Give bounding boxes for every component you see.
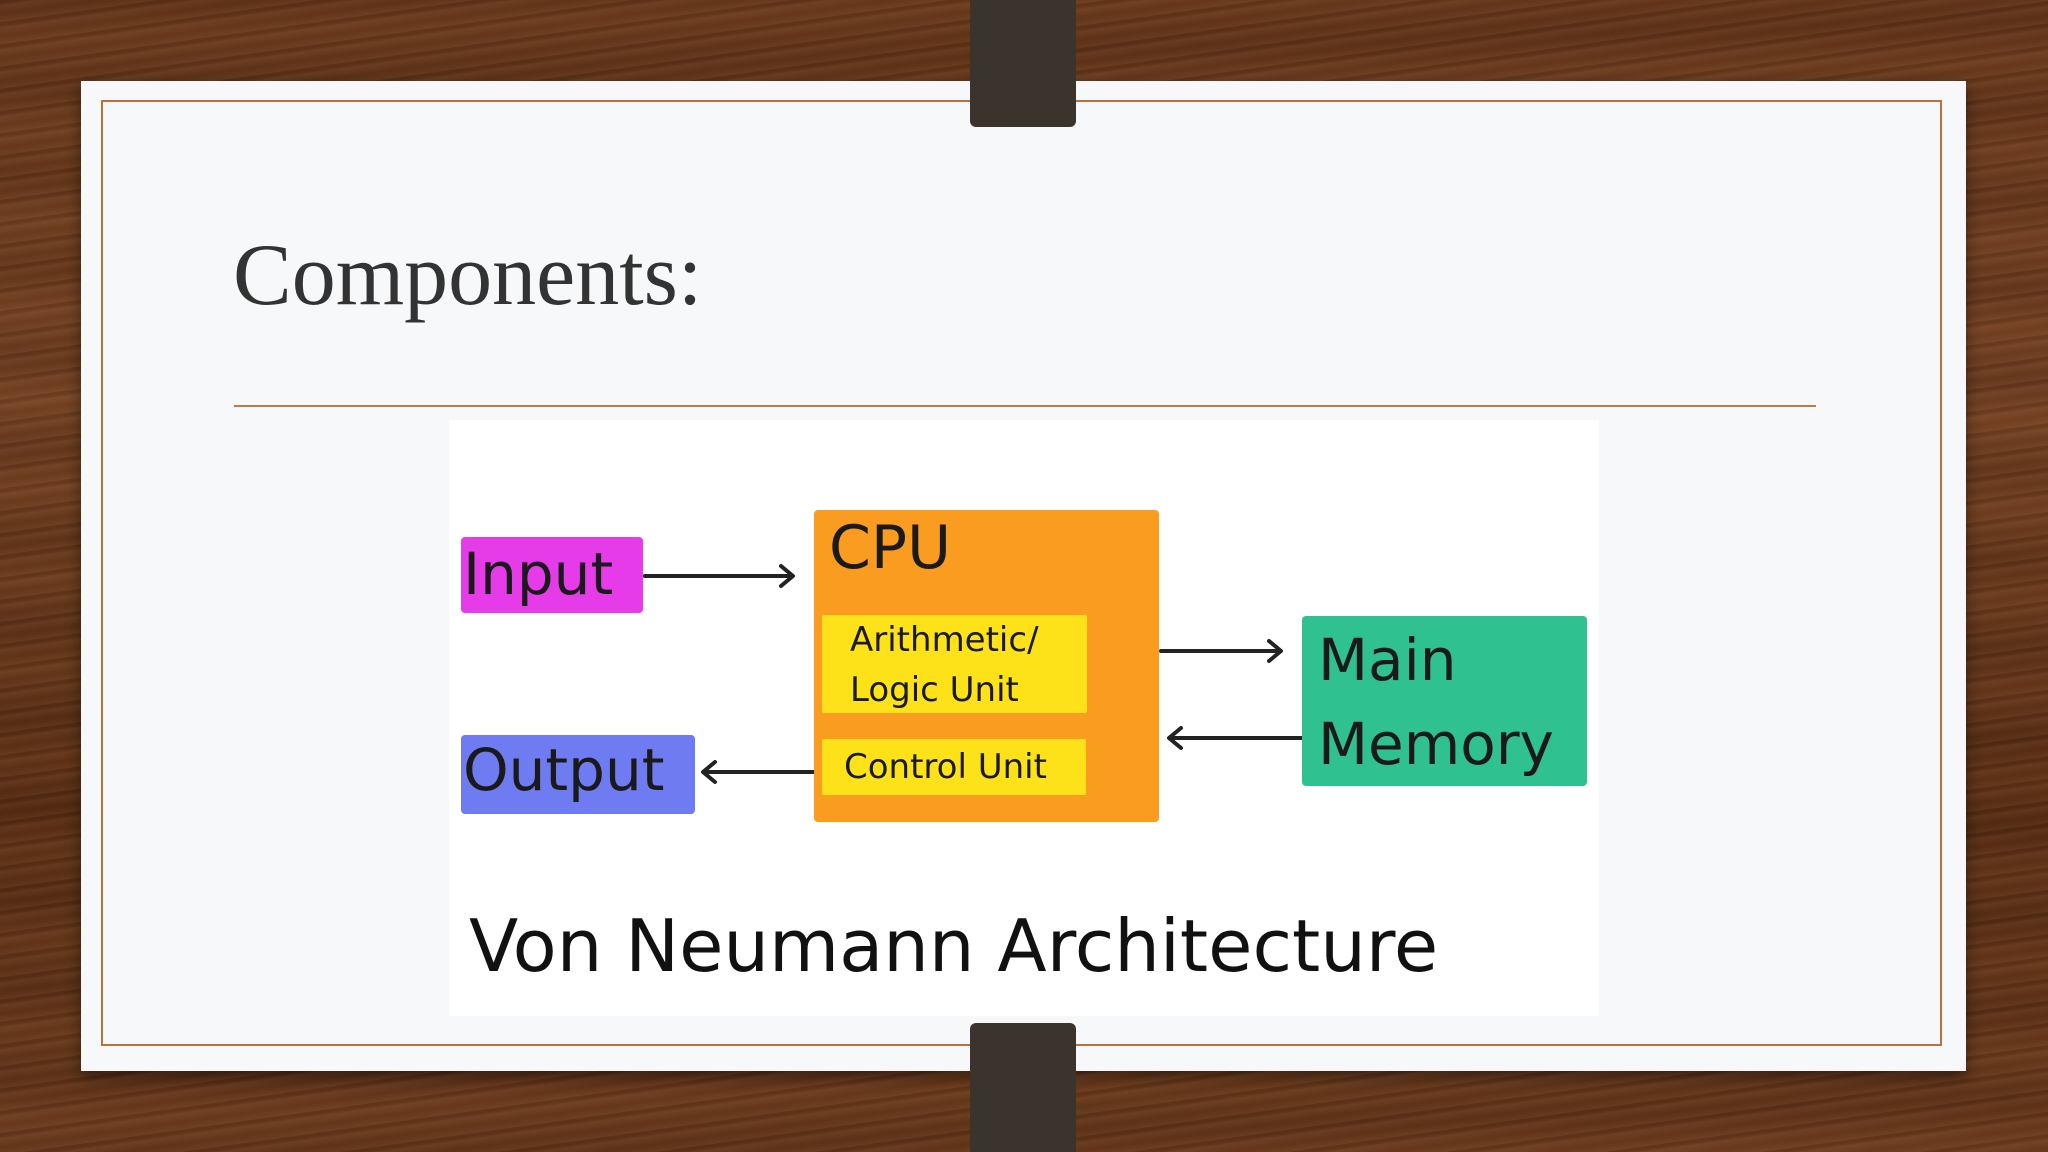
cpu-box: CPU Arithmetic/ Logic Unit Control Unit: [814, 510, 1159, 822]
slide-title: Components:: [233, 227, 703, 324]
von-neumann-diagram: Input Output CPU Arithmetic/ Logic Unit …: [449, 420, 1599, 1016]
cpu-label: CPU: [829, 513, 951, 583]
output-box: Output: [461, 735, 695, 814]
alu-label-line1: Arithmetic/: [850, 620, 1039, 660]
memory-to-cpu-arrow: [1167, 726, 1303, 750]
alu-label-line2: Logic Unit: [850, 670, 1019, 710]
main-memory-box: Main Memory: [1302, 616, 1587, 786]
top-binder-clip: [970, 0, 1076, 127]
cpu-to-output-arrow: [701, 760, 816, 784]
control-unit-box: Control Unit: [822, 739, 1086, 795]
diagram-arrows: [643, 564, 1303, 784]
cpu-to-memory-arrow: [1159, 639, 1283, 663]
input-box: Input: [461, 537, 643, 613]
memory-label-line1: Main: [1318, 626, 1457, 694]
memory-label-line2: Memory: [1318, 710, 1554, 778]
alu-box: Arithmetic/ Logic Unit: [822, 615, 1087, 713]
bottom-binder-clip: [970, 1023, 1076, 1152]
title-divider: [234, 405, 1816, 407]
diagram-caption: Von Neumann Architecture: [469, 904, 1439, 988]
input-to-cpu-arrow: [643, 564, 795, 588]
